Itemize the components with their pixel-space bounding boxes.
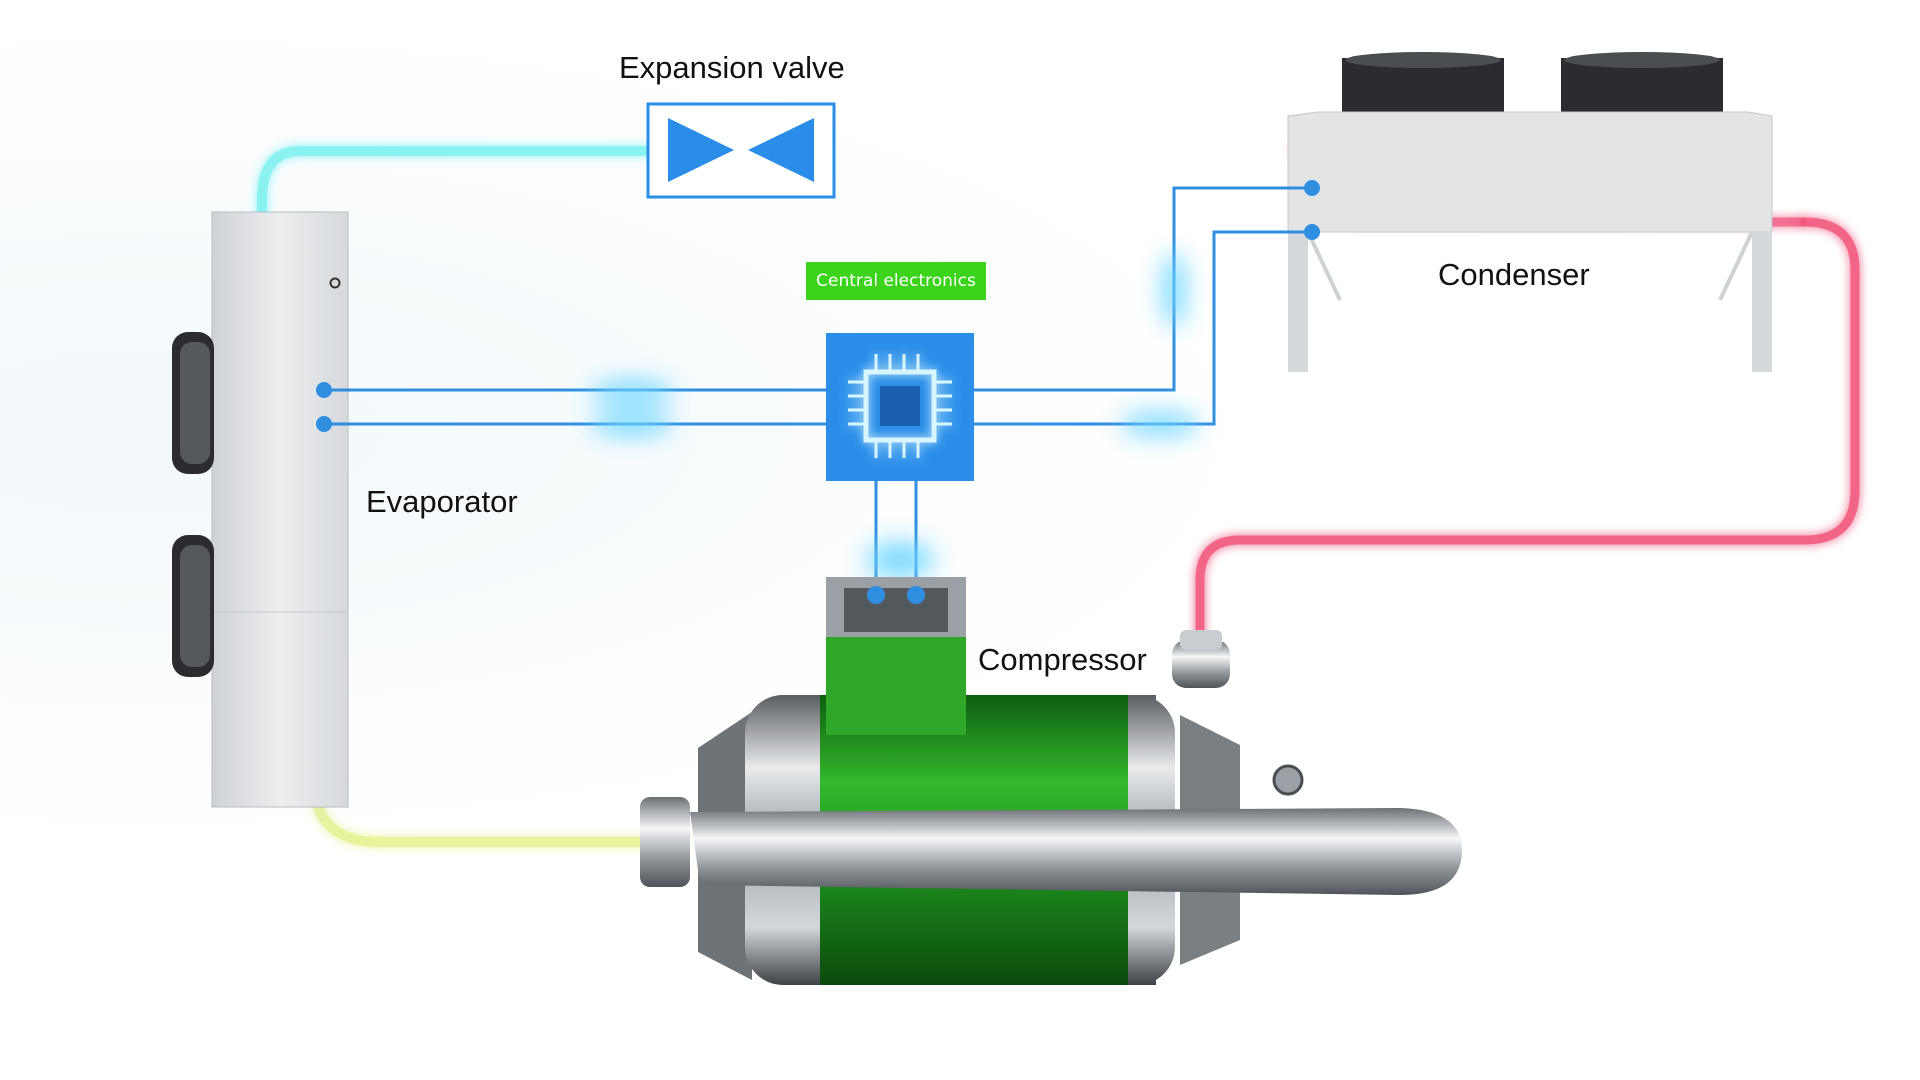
- cold-refrigerant-line: [257, 146, 653, 695]
- expansion-valve-label: Expansion valve: [619, 50, 845, 85]
- central-electronics-chip: [826, 333, 974, 481]
- condenser-label: Condenser: [1438, 257, 1590, 292]
- compressor-unit: [640, 577, 1462, 985]
- discharge-line: [1195, 217, 1860, 640]
- signal-wiring: [324, 186, 1308, 595]
- suction-line: [309, 385, 655, 847]
- evaporator-unit: [172, 211, 349, 808]
- compressor-label: Compressor: [978, 642, 1147, 677]
- signal-glows: [590, 252, 1200, 578]
- wire-endpoints: [316, 180, 1320, 432]
- central-electronics-label: Central electronics: [806, 262, 986, 300]
- condenser-unit: [1287, 52, 1773, 372]
- evaporator-label: Evaporator: [366, 484, 518, 519]
- expansion-valve-symbol: [646, 102, 836, 199]
